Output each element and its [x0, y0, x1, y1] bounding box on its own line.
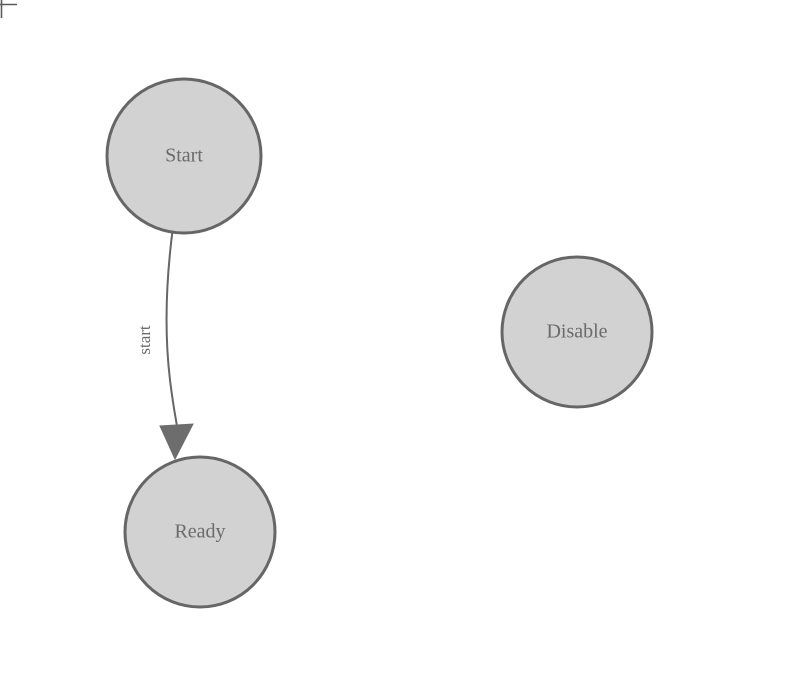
state-node-disable-shape[interactable] — [500, 255, 654, 409]
transition-label-start: start — [135, 325, 154, 355]
state-node-start[interactable]: Start — [105, 77, 263, 235]
state-node-start-shape[interactable] — [105, 77, 263, 235]
state-node-disable[interactable]: Disable — [500, 255, 654, 409]
state-node-start-label: Start — [165, 145, 203, 167]
transition-start-to-ready[interactable]: start — [135, 226, 194, 461]
frame-corner-marker — [0, 0, 17, 18]
transition-edge-path — [165, 226, 179, 433]
state-node-disable-label: Disable — [546, 321, 607, 343]
state-node-ready[interactable]: Ready — [123, 455, 277, 609]
arrowhead-icon — [159, 423, 194, 461]
state-node-ready-shape[interactable] — [123, 455, 277, 609]
state-node-ready-label: Ready — [174, 521, 225, 543]
